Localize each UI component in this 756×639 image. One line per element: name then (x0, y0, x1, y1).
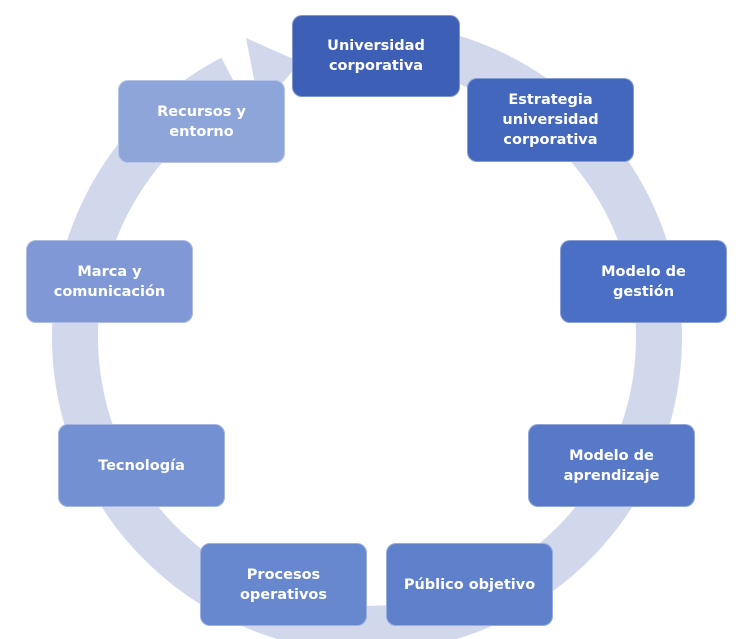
node-recursos-y-entorno: Recursos y entorno (118, 80, 285, 163)
node-publico-objetivo: Público objetivo (386, 543, 553, 626)
node-procesos-operativos: Procesos operativos (200, 543, 367, 626)
node-label: Procesos operativos (239, 566, 328, 603)
node-label: Tecnología (98, 457, 185, 474)
node-estrategia-universidad-corporativa: Estrategia universidad corporativa (467, 78, 634, 162)
node-label: Modelo de aprendizaje (563, 447, 660, 484)
node-label: Marca y comunicación (53, 263, 166, 300)
node-label: Público objetivo (403, 576, 536, 593)
node-tecnologia: Tecnología (58, 424, 225, 507)
node-label: Modelo de gestión (601, 263, 686, 300)
node-marca-y-comunicacion: Marca y comunicación (26, 240, 193, 323)
node-modelo-de-aprendizaje: Modelo de aprendizaje (528, 424, 695, 507)
node-label: Estrategia universidad corporativa (502, 92, 599, 148)
node-label: Recursos y entorno (157, 103, 246, 140)
node-label: Universidad corporativa (327, 38, 425, 74)
node-modelo-de-gestion: Modelo de gestión (560, 240, 727, 323)
node-universidad-corporativa: Universidad corporativa (292, 15, 460, 97)
